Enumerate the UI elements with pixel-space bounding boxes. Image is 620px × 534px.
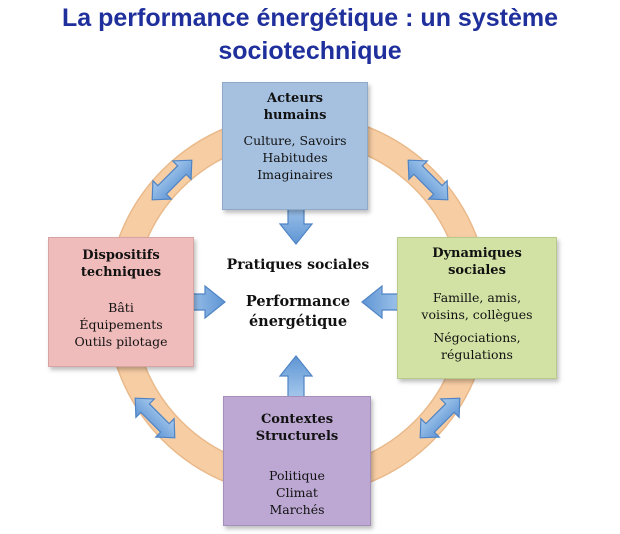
heading-line: Dispositifs	[82, 248, 160, 263]
center-energy-performance: Performance énergétique	[200, 292, 396, 332]
heading-line: Dynamiques	[432, 246, 522, 261]
body-line: Négociations,	[433, 330, 521, 345]
heading-line: sociales	[448, 263, 506, 278]
center-line: Performance	[245, 293, 351, 310]
box-heading: Acteurs humains	[223, 90, 367, 124]
body-line: Marchés	[269, 502, 325, 517]
center-line: énergétique	[248, 313, 348, 330]
body-line: Habitudes	[262, 150, 328, 165]
body-line: Politique	[269, 468, 325, 483]
body-line: Outils pilotage	[74, 334, 168, 349]
heading-line: techniques	[80, 265, 162, 280]
box-heading: Contextes Structurels	[224, 411, 370, 445]
block-arrow-icon	[279, 355, 313, 401]
body-line: Climat	[276, 485, 318, 500]
box-body: Culture, Savoirs Habitudes Imaginaires	[223, 132, 367, 183]
box-body: Bâti Équipements Outils pilotage	[49, 299, 193, 350]
heading-line: Structurels	[255, 429, 339, 444]
box-structural-contexts: Contextes Structurels Politique Climat M…	[223, 396, 371, 526]
box-body: Famille, amis, voisins, collègues	[398, 289, 556, 323]
body-line: Bâti	[108, 300, 134, 315]
double-headed-arrow-icon	[142, 150, 202, 210]
box-heading: Dispositifs techniques	[49, 247, 193, 281]
box-body-secondary: Négociations, régulations	[398, 329, 556, 363]
center-social-practices: Pratiques sociales	[226, 257, 370, 273]
box-human-actors: Acteurs humains Culture, Savoirs Habitud…	[222, 82, 368, 210]
box-technical-devices: Dispositifs techniques Bâti Équipements …	[48, 237, 194, 367]
title-line-2: sociotechnique	[218, 37, 402, 65]
body-line: voisins, collègues	[421, 307, 533, 322]
body-line: régulations	[441, 347, 513, 362]
heading-line: Contextes	[260, 412, 334, 427]
body-line: Culture, Savoirs	[243, 133, 347, 148]
diagram-title: La performance énergétique : un système …	[0, 2, 620, 68]
box-body: Politique Climat Marchés	[224, 467, 370, 518]
body-line: Équipements	[79, 317, 163, 332]
heading-line: Acteurs	[267, 91, 323, 106]
box-social-dynamics: Dynamiques sociales Famille, amis, voisi…	[397, 237, 557, 379]
title-line-1: La performance énergétique : un système	[62, 4, 558, 32]
body-line: Famille, amis,	[432, 290, 522, 305]
body-line: Imaginaires	[257, 167, 333, 182]
heading-line: humains	[263, 108, 327, 123]
box-heading: Dynamiques sociales	[398, 245, 556, 279]
